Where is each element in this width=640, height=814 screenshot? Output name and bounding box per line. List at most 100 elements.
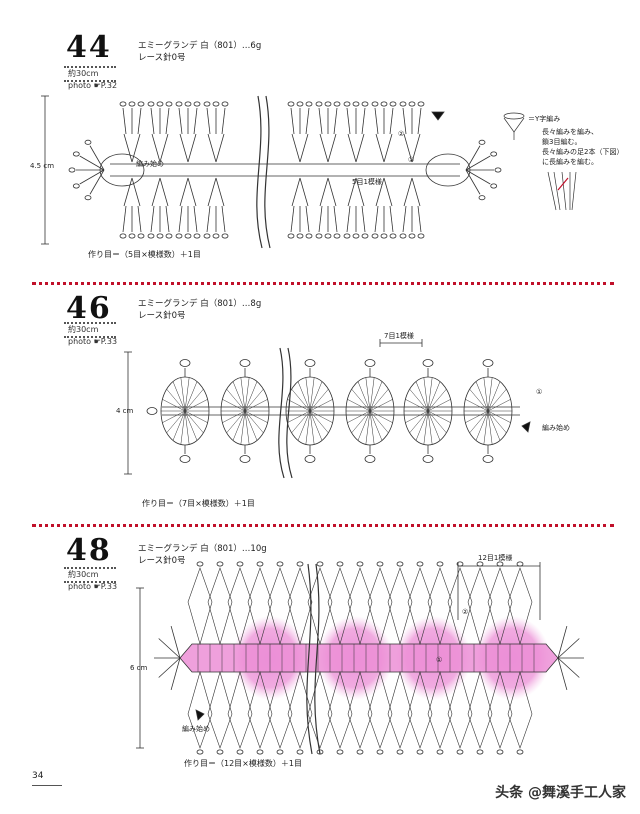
- tall-stitch: [402, 205, 407, 233]
- picot: [376, 749, 384, 755]
- spoke: [232, 410, 246, 441]
- picot: [315, 233, 323, 239]
- spoke: [365, 377, 371, 412]
- spoke: [369, 410, 375, 445]
- picot: [276, 561, 284, 567]
- picot: [380, 101, 388, 107]
- spoke: [240, 377, 246, 412]
- break-line: [286, 347, 293, 479]
- picot: [356, 749, 364, 755]
- lace-petal: [447, 567, 473, 646]
- picot: [147, 233, 155, 239]
- lace-petal: [227, 567, 253, 646]
- repeat-label: 7目1模様: [384, 331, 414, 340]
- spoke: [347, 410, 371, 423]
- spoke: [244, 388, 264, 412]
- y-stitch: [319, 133, 337, 163]
- tall-stitch: [374, 205, 379, 233]
- picot: [216, 561, 224, 567]
- spoke: [405, 410, 429, 423]
- dimension-46: [124, 339, 423, 475]
- picot: [236, 749, 244, 755]
- tall-stitch: [417, 107, 422, 135]
- picot: [203, 101, 211, 107]
- lace-petal: [427, 567, 453, 646]
- picot: [179, 359, 191, 367]
- lace-petal: [227, 670, 253, 749]
- picot: [216, 749, 224, 755]
- break-line: [264, 95, 271, 249]
- picot: [156, 101, 164, 107]
- picot: [203, 233, 211, 239]
- picot: [137, 101, 145, 107]
- picot: [376, 561, 384, 567]
- spoke: [369, 410, 383, 441]
- picot: [193, 233, 201, 239]
- spoke: [166, 388, 186, 412]
- lace-petal: [407, 567, 433, 646]
- page-number-rule: [32, 785, 62, 786]
- tall-stitch: [206, 205, 211, 233]
- lace-petal: [387, 567, 413, 646]
- picot: [408, 233, 416, 239]
- end-fan: [99, 153, 145, 187]
- legend-line-1: 長々編みを編み、: [542, 127, 598, 136]
- end-stitch: [89, 169, 105, 195]
- y-stitch: [151, 177, 169, 207]
- end-stitch: [557, 657, 580, 678]
- spoke: [465, 410, 489, 423]
- picot: [364, 359, 376, 367]
- picot: [476, 561, 484, 567]
- picot: [478, 139, 486, 145]
- picot: [482, 359, 494, 367]
- spoke: [427, 410, 441, 441]
- lace-petal: [367, 670, 393, 749]
- y-stitch: [207, 133, 225, 163]
- spoke: [291, 388, 311, 412]
- spoke: [184, 377, 190, 412]
- chart-46: [146, 347, 531, 479]
- spoke: [180, 377, 186, 412]
- picot: [316, 561, 324, 567]
- picot: [478, 195, 486, 201]
- picot: [179, 455, 191, 463]
- spoke: [475, 381, 489, 412]
- spoke: [475, 410, 489, 441]
- y-stitch: [347, 133, 365, 163]
- spoke: [226, 410, 246, 434]
- tall-stitch: [221, 205, 226, 233]
- spoke: [244, 410, 258, 441]
- end-stitch: [79, 155, 105, 171]
- lace-petal: [487, 670, 513, 749]
- tall-stitch: [333, 107, 338, 135]
- lace-petal: [387, 670, 413, 749]
- picot: [482, 455, 494, 463]
- picot: [436, 561, 444, 567]
- tall-stitch: [150, 205, 155, 233]
- picot: [304, 455, 316, 463]
- chain-formula: 作り目＝（5目×模様数）＋1目: [88, 250, 201, 259]
- spoke: [291, 410, 311, 434]
- spoke: [415, 381, 429, 412]
- spoke: [465, 399, 489, 412]
- dotted-rule: [64, 66, 116, 68]
- end-marker: [521, 421, 531, 433]
- picot: [196, 561, 204, 567]
- picot: [343, 101, 351, 107]
- spoke: [226, 388, 246, 412]
- dotted-rule: [64, 581, 116, 583]
- spoke: [184, 381, 198, 412]
- picot: [396, 561, 404, 567]
- end-stitch: [557, 625, 568, 659]
- picot: [456, 749, 464, 755]
- tall-stitch: [346, 107, 351, 135]
- end-stitch: [170, 625, 181, 659]
- photo-reference: photo ☛P.32: [68, 81, 118, 90]
- spoke: [184, 410, 198, 441]
- picot: [72, 183, 80, 189]
- start-label: 編み始め: [136, 159, 164, 168]
- lace-petal: [187, 670, 213, 749]
- spoke: [369, 381, 383, 412]
- spoke: [222, 410, 246, 423]
- picot: [287, 233, 295, 239]
